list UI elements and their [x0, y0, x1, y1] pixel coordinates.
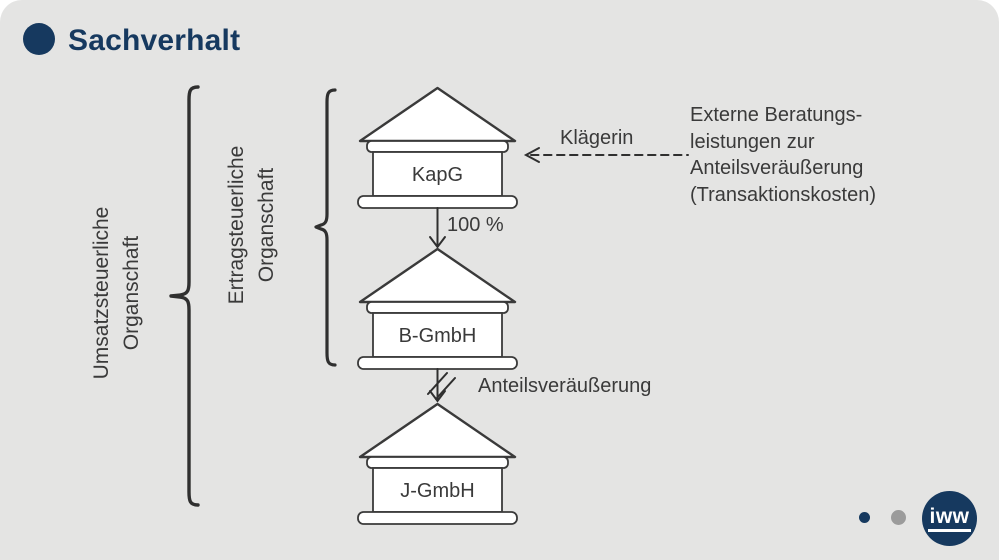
- house-label-kapg: KapG: [412, 164, 463, 186]
- severance-slash: [427, 372, 448, 395]
- house-base: [357, 356, 518, 370]
- house-body: [372, 467, 503, 513]
- label-klaegerin: Klägerin: [560, 127, 634, 149]
- house-b-gmbh: B-GmbH: [357, 247, 518, 370]
- label-umsatzsteuerliche-organschaft: Umsatzsteuerliche Organschaft: [87, 207, 147, 380]
- house-body: [372, 151, 503, 197]
- label-line: Ertragsteuerliche: [225, 145, 248, 305]
- house-cornice: [366, 456, 509, 469]
- page-title: Sachverhalt: [68, 24, 241, 57]
- brace-umsatzsteuerlich: [169, 85, 200, 507]
- slide-nav-dot-active[interactable]: [859, 512, 870, 523]
- house-cornice: [366, 140, 509, 153]
- house-kapg: KapG: [357, 86, 518, 209]
- note-line: leistungen zur: [690, 130, 815, 153]
- note-line: Anteilsveräußerung: [690, 157, 864, 179]
- label-line: Organschaft: [255, 167, 278, 283]
- house-label-b-gmbh: B-GmbH: [399, 325, 477, 347]
- iww-logo: iww: [922, 491, 977, 546]
- note-line: Externe Beratungs-: [690, 104, 863, 126]
- label-line: Organschaft: [120, 235, 143, 351]
- house-roof: [358, 247, 517, 304]
- note-line: (Transaktionskosten): [690, 183, 876, 206]
- brace-ertragsteuerlich: [314, 88, 337, 367]
- house-j-gmbh: J-GmbH: [357, 402, 518, 525]
- sale-arrow: [427, 368, 456, 403]
- house-cornice: [366, 301, 509, 314]
- title-bullet-icon: [23, 23, 55, 55]
- house-roof: [358, 86, 517, 143]
- house-base: [357, 511, 518, 525]
- label-ertragsteuerliche-organschaft: Ertragsteuerliche Organschaft: [222, 146, 282, 305]
- label-line: Umsatzsteuerliche: [90, 206, 113, 380]
- house-label-j-gmbh: J-GmbH: [400, 480, 474, 502]
- house-body: [372, 312, 503, 358]
- label-ownership-100: 100 %: [447, 214, 504, 236]
- label-anteilsveraeusserung: Anteilsveräußerung: [478, 375, 652, 397]
- iww-logo-text: iww: [928, 506, 971, 532]
- ownership-arrow: [429, 207, 446, 249]
- claimant-arrow: [523, 147, 689, 163]
- slide-nav-dot-inactive[interactable]: [891, 510, 906, 525]
- note-transaction-costs: Externe Beratungs- leistungen zur Anteil…: [690, 102, 876, 208]
- severance-slash: [435, 377, 456, 400]
- house-base: [357, 195, 518, 209]
- house-roof: [358, 402, 517, 459]
